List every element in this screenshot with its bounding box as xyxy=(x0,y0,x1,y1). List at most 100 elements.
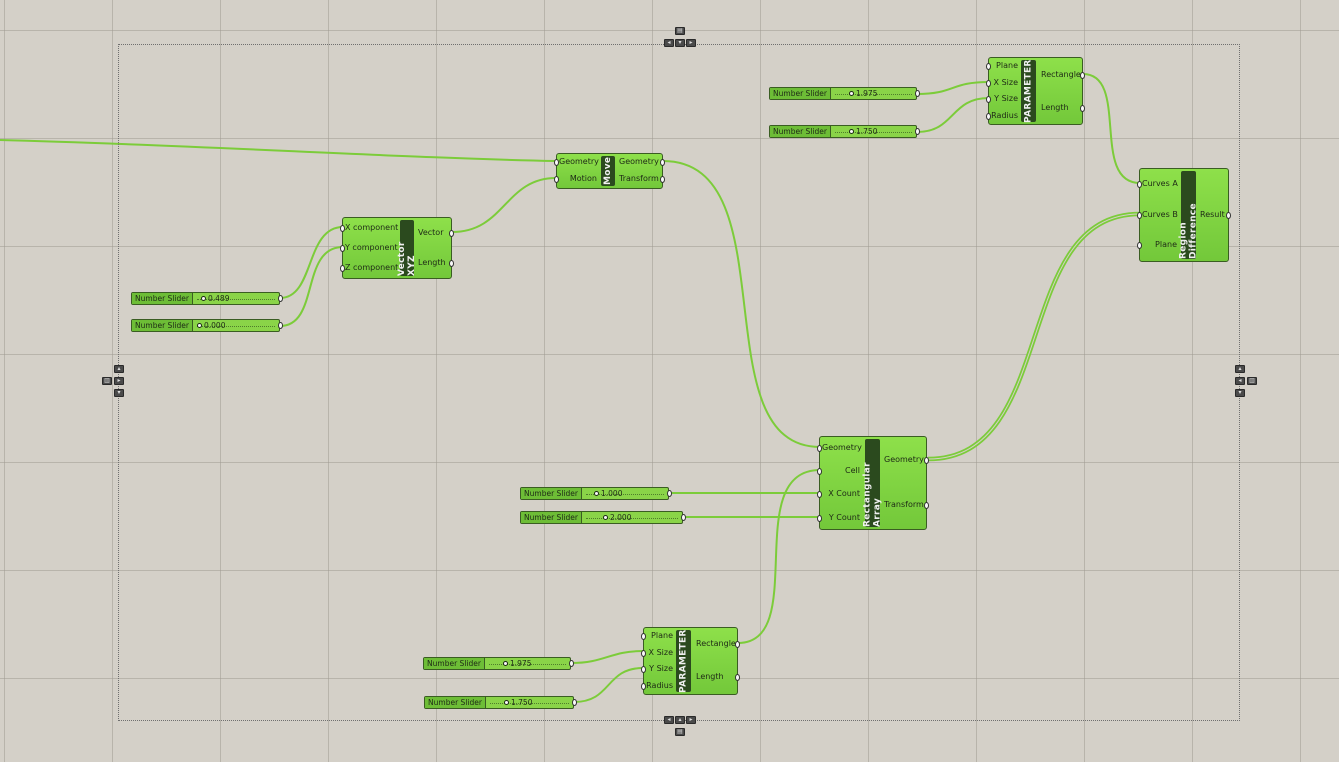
number-slider-array-x[interactable]: Number Slider 1.000 xyxy=(520,487,672,500)
output-grip[interactable] xyxy=(667,490,672,497)
arrow-down-icon[interactable]: ▾ xyxy=(1235,389,1245,397)
input-grip[interactable] xyxy=(340,225,345,232)
output-grip[interactable] xyxy=(924,502,929,509)
output-rectangle[interactable]: Rectangle xyxy=(696,639,736,648)
arrow-right-icon[interactable]: ▸ xyxy=(686,39,696,47)
input-grip[interactable] xyxy=(1137,181,1142,188)
input-grip[interactable] xyxy=(986,96,991,103)
slider-track[interactable]: 1.750 xyxy=(831,126,916,137)
output-grip[interactable] xyxy=(569,660,574,667)
output-length[interactable]: Length xyxy=(1041,103,1069,112)
input-grip[interactable] xyxy=(817,515,822,522)
input-grip[interactable] xyxy=(340,265,345,272)
group-boundary[interactable] xyxy=(118,44,1240,721)
arrow-left-icon[interactable]: ◂ xyxy=(664,716,674,724)
slider-track[interactable]: 1.975 xyxy=(831,88,916,99)
input-grip[interactable] xyxy=(641,666,646,673)
region-difference-component[interactable]: Curves A Curves B Plane Region Differenc… xyxy=(1137,168,1231,262)
grid-icon[interactable]: ▤ xyxy=(675,728,685,736)
input-grip[interactable] xyxy=(554,176,559,183)
rectangular-array-component[interactable]: Geometry Cell X Count Y Count Rectangula… xyxy=(817,436,929,530)
input-plane[interactable]: Plane xyxy=(1155,240,1177,249)
input-grip[interactable] xyxy=(986,80,991,87)
input-grip[interactable] xyxy=(986,63,991,70)
number-slider-bottom-x[interactable]: Number Slider 1.975 xyxy=(423,657,574,670)
output-grip[interactable] xyxy=(660,159,665,166)
number-slider-bottom-y[interactable]: Number Slider 1.750 xyxy=(424,696,577,709)
group-handles-right[interactable]: ▴ ◂ ▥ ▾ xyxy=(1235,365,1259,401)
input-x-size[interactable]: X Size xyxy=(648,648,673,657)
grid-icon[interactable]: ▥ xyxy=(102,377,112,385)
slider-track[interactable]: 2.000 xyxy=(582,512,682,523)
input-plane[interactable]: Plane xyxy=(996,61,1018,70)
input-curves-b[interactable]: Curves B xyxy=(1142,210,1178,219)
input-y-count[interactable]: Y Count xyxy=(828,513,860,522)
output-grip[interactable] xyxy=(278,295,283,302)
output-grip[interactable] xyxy=(449,230,454,237)
arrow-left-icon[interactable]: ◂ xyxy=(1235,377,1245,385)
input-plane[interactable]: Plane xyxy=(651,631,673,640)
number-slider-vy[interactable]: Number Slider 0.000 xyxy=(131,319,283,332)
slider-knob[interactable] xyxy=(503,661,508,666)
input-grip[interactable] xyxy=(986,113,991,120)
arrow-left-icon[interactable]: ◂ xyxy=(664,39,674,47)
output-length[interactable]: Length xyxy=(418,258,446,267)
output-grip[interactable] xyxy=(915,90,920,97)
output-vector[interactable]: Vector xyxy=(418,228,444,237)
move-component[interactable]: Geometry Motion Move Geometry Transform xyxy=(554,153,665,189)
output-grip[interactable] xyxy=(278,322,283,329)
input-grip[interactable] xyxy=(554,159,559,166)
output-grip[interactable] xyxy=(681,514,686,521)
output-rectangle[interactable]: Rectangle xyxy=(1041,70,1081,79)
arrow-up-icon[interactable]: ▴ xyxy=(1235,365,1245,373)
group-handles-left[interactable]: ▴ ▥ ▸ ▾ xyxy=(102,365,126,401)
output-grip[interactable] xyxy=(1226,212,1231,219)
input-y-size[interactable]: Y Size xyxy=(649,664,673,673)
input-x-component[interactable]: X component xyxy=(345,223,399,232)
arrow-up-icon[interactable]: ▴ xyxy=(114,365,124,373)
grid-icon[interactable]: ▤ xyxy=(675,27,685,35)
output-grip[interactable] xyxy=(915,128,920,135)
slider-knob[interactable] xyxy=(849,129,854,134)
slider-knob[interactable] xyxy=(197,323,202,328)
input-x-size[interactable]: X Size xyxy=(993,78,1018,87)
output-length[interactable]: Length xyxy=(696,672,724,681)
number-slider-array-y[interactable]: Number Slider 2.000 xyxy=(520,511,686,524)
grid-icon[interactable]: ▥ xyxy=(1247,377,1257,385)
vector-xyz-component[interactable]: X component Y component Z component Vect… xyxy=(340,217,454,279)
rectangle-component-bottom[interactable]: Plane X Size Y Size Radius PARAMETER Rec… xyxy=(641,627,740,695)
slider-track[interactable]: 1.975 xyxy=(485,658,570,669)
input-z-component[interactable]: Z component xyxy=(345,263,399,272)
slider-track[interactable]: 0.489 xyxy=(193,293,279,304)
output-geometry[interactable]: Geometry xyxy=(619,157,659,166)
input-grip[interactable] xyxy=(1137,212,1142,219)
number-slider-top-y[interactable]: Number Slider 1.750 xyxy=(769,125,920,138)
output-result[interactable]: Result xyxy=(1200,210,1225,219)
slider-track[interactable]: 1.750 xyxy=(486,697,573,708)
output-grip[interactable] xyxy=(1080,72,1085,79)
input-grip[interactable] xyxy=(641,683,646,690)
input-geometry[interactable]: Geometry xyxy=(559,157,599,166)
group-handles-top[interactable]: ▤ ◂ ▾ ▸ xyxy=(662,27,698,49)
output-grip[interactable] xyxy=(1080,105,1085,112)
input-y-component[interactable]: Y component xyxy=(345,243,398,252)
input-radius[interactable]: Radius xyxy=(646,681,673,690)
slider-knob[interactable] xyxy=(201,296,206,301)
input-grip[interactable] xyxy=(817,445,822,452)
output-grip[interactable] xyxy=(572,699,577,706)
arrow-right-icon[interactable]: ▸ xyxy=(686,716,696,724)
input-cell[interactable]: Cell xyxy=(845,466,860,475)
input-geometry[interactable]: Geometry xyxy=(822,443,862,452)
output-grip[interactable] xyxy=(924,457,929,464)
arrow-right-icon[interactable]: ▸ xyxy=(114,377,124,385)
output-grip[interactable] xyxy=(449,260,454,267)
output-grip[interactable] xyxy=(735,641,740,648)
output-transform[interactable]: Transform xyxy=(884,500,924,509)
rectangle-component-top[interactable]: Plane X Size Y Size Radius PARAMETER Rec… xyxy=(986,57,1085,125)
slider-track[interactable]: 1.000 xyxy=(582,488,668,499)
slider-knob[interactable] xyxy=(603,515,608,520)
number-slider-top-x[interactable]: Number Slider 1.975 xyxy=(769,87,920,100)
input-grip[interactable] xyxy=(641,650,646,657)
input-grip[interactable] xyxy=(1137,242,1142,249)
